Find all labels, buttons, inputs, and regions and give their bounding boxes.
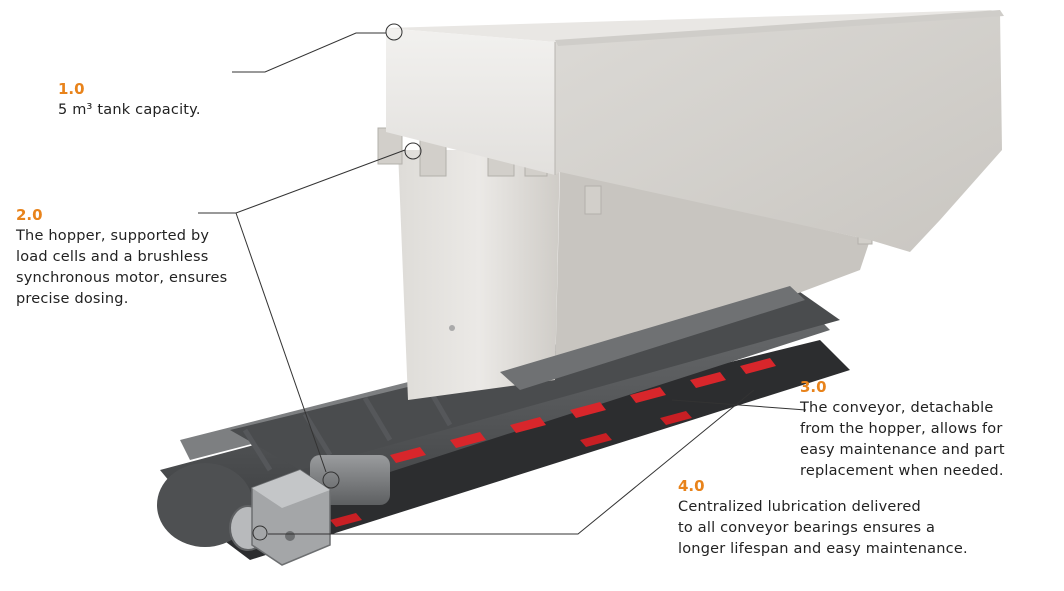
leader-line-3 [671,399,807,411]
leader-marker-2a [404,142,422,160]
tank-top [386,10,1000,42]
leader-line-2b [235,212,327,473]
leader-marker-2b [322,471,340,489]
callout-text: The conveyor, detachable from the hopper… [800,400,1005,479]
tank-front-face [386,28,555,175]
callout-text: 5 m³ tank capacity. [58,102,201,118]
leader-line-4 [268,389,755,535]
callout-number: 1.0 [58,80,85,98]
callout-text: The hopper, supported by load cells and … [16,228,228,307]
tank [386,10,1004,252]
callout-conveyor: 3.0 The conveyor, detachable from the ho… [800,378,1050,482]
leader-line-1 [232,32,386,73]
callout-text: Centralized lubrication delivered to all… [678,499,968,557]
leader-marker-1 [385,23,403,41]
callout-hopper: 2.0 The hopper, supported by load cells … [16,206,286,310]
callout-number: 3.0 [800,378,827,396]
callout-tank-capacity: 1.0 5 m³ tank capacity. [58,80,318,121]
conveyor-end-drum [157,463,253,547]
hopper [377,127,873,400]
tank-side-face [555,12,1002,252]
hopper-slope [520,170,870,380]
hopper-left-wall [398,150,560,400]
hopper-slope-shadow [500,286,805,390]
callout-number: 2.0 [16,206,43,224]
tank-rim [555,10,1004,46]
callout-number: 4.0 [678,477,705,495]
leader-lines [198,23,807,541]
leader-line-2a [198,149,406,214]
callout-lubrication: 4.0 Centralized lubrication delivered to… [678,477,1048,560]
leader-marker-4 [252,525,268,541]
